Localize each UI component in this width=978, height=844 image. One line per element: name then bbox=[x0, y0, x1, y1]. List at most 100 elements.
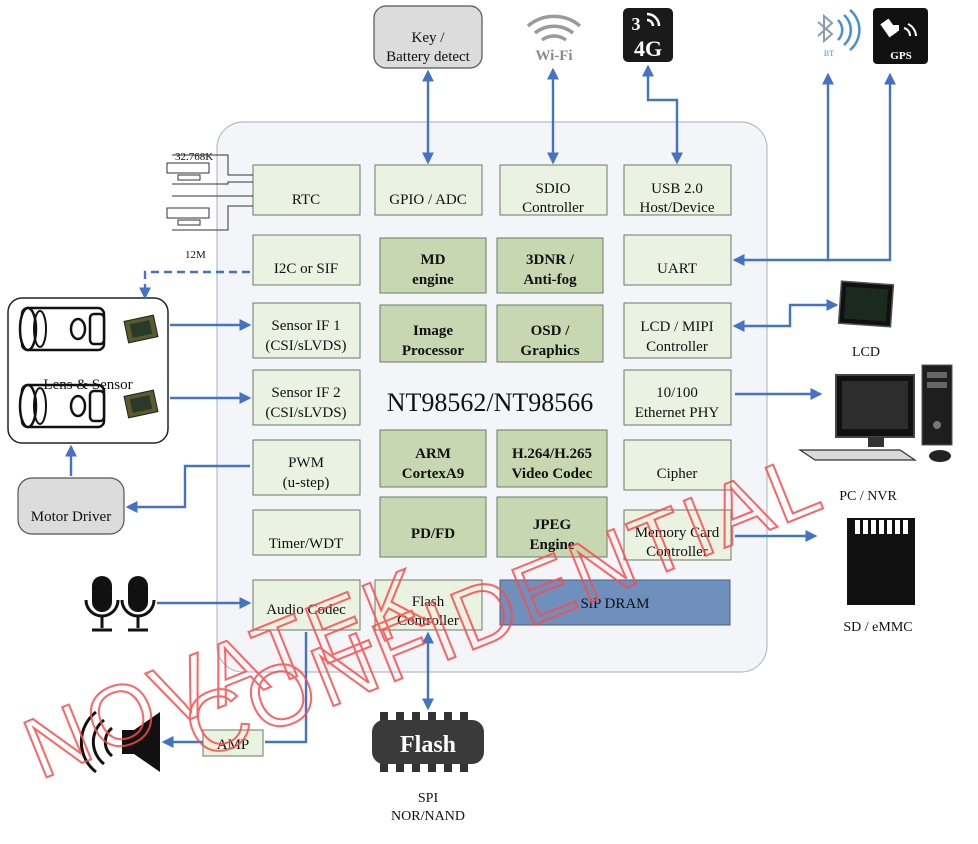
svg-text:H.264/H.265: H.264/H.265 bbox=[512, 446, 592, 462]
svg-text:USB 2.0: USB 2.0 bbox=[651, 181, 703, 197]
chip-title: NT98562/NT98566 bbox=[387, 388, 594, 417]
timer-wdt-block: Timer/WDT bbox=[252, 509, 361, 556]
gpio-adc-block: GPIO / ADC bbox=[374, 164, 483, 216]
ethernet-block: 10/100 Ethernet PHY bbox=[623, 369, 732, 426]
arrow-i2c-lens bbox=[139, 270, 250, 300]
usb-block: USB 2.0 Host/Device bbox=[623, 164, 732, 216]
sensor-if2-block: Sensor IF 2 (CSI/sLVDS) bbox=[252, 369, 361, 426]
svg-text:SiP DRAM: SiP DRAM bbox=[580, 596, 649, 612]
arrow-lcd bbox=[732, 299, 839, 332]
image-sensor-icon bbox=[123, 389, 159, 419]
svg-text:3: 3 bbox=[632, 14, 641, 34]
svg-text:MD: MD bbox=[421, 252, 446, 268]
arrow-audio-amp bbox=[265, 632, 308, 744]
svg-text:(u-step): (u-step) bbox=[283, 475, 330, 491]
arm-block: ARM CortexA9 bbox=[379, 429, 487, 488]
svg-text:Sensor IF 2: Sensor IF 2 bbox=[271, 385, 340, 401]
svg-text:Controller: Controller bbox=[397, 613, 459, 629]
image-sensor-icon bbox=[123, 314, 159, 344]
svg-text:(CSI/sLVDS): (CSI/sLVDS) bbox=[265, 405, 346, 421]
svg-text:Timer/WDT: Timer/WDT bbox=[269, 536, 343, 552]
svg-text:OSD /: OSD / bbox=[531, 323, 571, 339]
pwm-block: PWM (u-step) bbox=[252, 439, 361, 496]
key-battery-box: Key / Battery detect bbox=[373, 5, 483, 69]
lens-icon bbox=[18, 306, 106, 352]
svg-text:Audio Codec: Audio Codec bbox=[266, 602, 346, 618]
svg-text:Engine: Engine bbox=[529, 537, 574, 553]
lens-sensor-label: Lens & Sensor bbox=[43, 377, 132, 393]
pc-nvr-label: PC / NVR bbox=[839, 489, 897, 504]
svg-text:Sensor IF 1: Sensor IF 1 bbox=[271, 318, 340, 334]
rtc-block: RTC bbox=[252, 164, 361, 216]
arrow-uart-gps bbox=[828, 72, 896, 262]
svg-text:Cipher: Cipher bbox=[657, 466, 698, 482]
svg-text:CortexA9: CortexA9 bbox=[402, 466, 464, 482]
microphone-icon bbox=[84, 576, 120, 632]
svg-text:PD/FD: PD/FD bbox=[411, 526, 455, 542]
motor-driver-box: Motor Driver bbox=[17, 477, 125, 535]
svg-text:JPEG: JPEG bbox=[533, 517, 572, 533]
sip-dram-block: SiP DRAM bbox=[499, 579, 731, 626]
svg-text:GPIO / ADC: GPIO / ADC bbox=[389, 192, 467, 208]
svg-text:Motor Driver: Motor Driver bbox=[31, 509, 111, 525]
crystal-oscillator-12m: 12M bbox=[166, 195, 253, 261]
svg-text:Memory Card: Memory Card bbox=[635, 525, 720, 541]
jpeg-engine-block: JPEG Engine bbox=[496, 496, 608, 558]
svg-text:(CSI/sLVDS): (CSI/sLVDS) bbox=[265, 338, 346, 354]
sensor-if1-block: Sensor IF 1 (CSI/sLVDS) bbox=[252, 302, 361, 359]
wifi-label: Wi-Fi bbox=[535, 48, 572, 64]
arrow-4g-usb bbox=[642, 64, 683, 165]
svg-text:Video Codec: Video Codec bbox=[512, 466, 593, 482]
microphone-icon bbox=[120, 576, 156, 632]
svg-text:AMP: AMP bbox=[217, 737, 250, 753]
osd-block: OSD / Graphics bbox=[496, 304, 604, 363]
svg-text:Anti-fog: Anti-fog bbox=[523, 272, 577, 288]
wifi-icon: Wi-Fi bbox=[526, 14, 582, 64]
pc-icon: PC / NVR bbox=[798, 364, 953, 504]
svg-text:I2C or SIF: I2C or SIF bbox=[274, 261, 338, 277]
lcd-label: LCD bbox=[852, 345, 880, 360]
xtal-32k-label: 32.768K bbox=[175, 151, 213, 163]
xtal-12m-label: 12M bbox=[185, 249, 206, 261]
svg-text:Battery detect: Battery detect bbox=[386, 49, 471, 65]
image-processor-block: Image Processor bbox=[379, 304, 487, 363]
gps-label: GPS bbox=[890, 50, 911, 62]
sdio-controller-block: SDIO Controller bbox=[499, 164, 608, 216]
crystal-oscillator-32k: 32.768K bbox=[166, 151, 253, 185]
svg-text:10/100: 10/100 bbox=[656, 385, 698, 401]
svg-text:3DNR /: 3DNR / bbox=[526, 252, 575, 268]
connection-arrows bbox=[65, 64, 896, 748]
svg-text:ARM: ARM bbox=[415, 446, 451, 462]
svg-text:PWM: PWM bbox=[288, 455, 324, 471]
svg-text:Ethernet PHY: Ethernet PHY bbox=[635, 405, 720, 421]
gps-icon: GPS bbox=[873, 8, 928, 64]
uart-block: UART bbox=[623, 234, 732, 286]
svg-text:Controller: Controller bbox=[646, 544, 708, 560]
lens-icon bbox=[18, 383, 106, 429]
amp-box: AMP bbox=[202, 729, 264, 757]
arrow-pwm-motor bbox=[125, 464, 250, 513]
video-codec-block: H.264/H.265 Video Codec bbox=[496, 429, 608, 488]
svg-text:Graphics: Graphics bbox=[520, 343, 579, 359]
sd-emmc-label: SD / eMMC bbox=[843, 620, 912, 635]
svg-text:Key /: Key / bbox=[412, 30, 446, 46]
memory-card-block: Memory Card Controller bbox=[623, 509, 732, 561]
svg-text:Image: Image bbox=[413, 323, 453, 339]
svg-text:Host/Device: Host/Device bbox=[640, 200, 715, 216]
svg-text:Controller: Controller bbox=[522, 200, 584, 216]
cipher-block: Cipher bbox=[623, 439, 732, 491]
nor-nand-label: NOR/NAND bbox=[391, 809, 465, 824]
svg-text:LCD / MIPI: LCD / MIPI bbox=[640, 319, 713, 335]
spi-label: SPI bbox=[418, 791, 439, 806]
flash-controller-block: Flash Controller bbox=[374, 579, 483, 631]
i2c-block: I2C or SIF bbox=[252, 234, 361, 286]
flash-chip-icon: Flash bbox=[372, 712, 484, 772]
bt-label: BT bbox=[824, 49, 834, 58]
bluetooth-icon: BT bbox=[817, 9, 861, 58]
lcd-monitor-icon: LCD bbox=[837, 280, 895, 360]
svg-text:Processor: Processor bbox=[402, 343, 465, 359]
svg-text:SDIO: SDIO bbox=[535, 181, 570, 197]
audio-codec-block: Audio Codec bbox=[252, 579, 361, 631]
